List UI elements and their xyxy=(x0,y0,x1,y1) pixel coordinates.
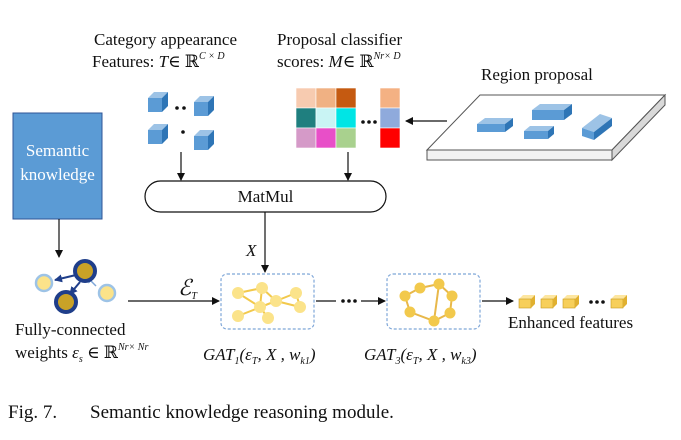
graph-node xyxy=(34,273,54,293)
caption-text: Semantic knowledge reasoning module. xyxy=(90,402,394,423)
semantic-knowledge-line2: knowledge xyxy=(20,165,95,184)
fc-title: Fully-connected xyxy=(15,320,126,339)
ellipsis-dot xyxy=(182,106,186,110)
graph-node xyxy=(73,259,97,283)
region-proposal-label: Region proposal xyxy=(481,65,593,84)
region-proposal-plane xyxy=(425,93,667,162)
score-cell xyxy=(315,107,337,129)
enhanced-cube xyxy=(562,295,579,309)
matmul-label: MatMul xyxy=(237,187,294,206)
gat1-node xyxy=(262,312,274,324)
score-cell xyxy=(295,127,317,149)
score-column xyxy=(379,87,401,149)
gat3-formula: GAT3(εT, X , wk3) xyxy=(364,345,477,367)
gat3-node xyxy=(428,315,440,327)
feature-cube xyxy=(148,92,168,112)
figure-caption: Fig. 7. Semantic knowledge reasoning modu… xyxy=(8,402,394,424)
semantic-knowledge-line1: Semantic xyxy=(25,141,90,160)
gat1-node xyxy=(294,301,306,313)
score-column-cell xyxy=(379,127,401,149)
gat1-node xyxy=(232,287,244,299)
gat1-node xyxy=(290,287,302,299)
ellipsis-dot xyxy=(353,299,357,303)
proposal-box xyxy=(524,126,554,139)
gat3-graph xyxy=(399,278,458,327)
gat1-formula: GAT1(εT, X , wk1) xyxy=(203,345,316,367)
proposal-formula: scores: M∈ ℝNr× D xyxy=(277,51,401,71)
gat1-box xyxy=(220,273,315,330)
enhanced-features-label: Enhanced features xyxy=(508,313,634,332)
feature-cube xyxy=(194,96,214,116)
knowledge-graph xyxy=(34,259,117,314)
edge-label: ℰT xyxy=(178,275,197,303)
score-cell xyxy=(315,87,337,109)
fc-formula: weights εs ∈ ℝNr× Nr xyxy=(15,342,149,365)
gat3-node xyxy=(433,278,445,290)
enhanced-feature-cubes xyxy=(518,295,627,309)
graph-node xyxy=(97,283,117,303)
gat3-node xyxy=(414,282,426,294)
category-title: Category appearance xyxy=(94,30,237,49)
gat3-node xyxy=(399,290,411,302)
score-matrix xyxy=(295,87,357,149)
ellipsis-dot xyxy=(341,299,345,303)
score-cell xyxy=(315,127,337,149)
matrix-ellipsis xyxy=(361,120,377,124)
feature-cube xyxy=(148,124,168,144)
score-cell xyxy=(295,107,317,129)
proposal-title: Proposal classifier xyxy=(277,30,403,49)
enhanced-cube xyxy=(540,295,557,309)
semantic-knowledge-box xyxy=(12,112,103,220)
score-cell xyxy=(295,87,317,109)
proposal-box xyxy=(582,114,612,140)
score-column-cell xyxy=(379,107,401,129)
ellipsis-dot xyxy=(347,299,351,303)
proposal-box xyxy=(477,118,513,132)
ellipsis-dot xyxy=(181,130,185,134)
graph-node xyxy=(54,290,78,314)
category-formula: Features: T∈ ℝC × D xyxy=(92,51,225,71)
gat1-graph xyxy=(232,282,306,324)
proposal-box xyxy=(532,104,572,120)
gat3-node xyxy=(444,307,456,319)
gat3-node xyxy=(404,306,416,318)
enhanced-cube xyxy=(610,295,627,309)
gat1-node xyxy=(256,282,268,294)
score-cell xyxy=(335,87,357,109)
ellipsis-dot xyxy=(175,106,179,110)
feature-cube xyxy=(194,130,214,150)
gat1-node xyxy=(254,301,266,313)
score-cell xyxy=(335,127,357,149)
gat3-node xyxy=(446,290,458,302)
score-column-cell xyxy=(379,87,401,109)
category-feature-cubes xyxy=(148,92,214,150)
enhanced-cube xyxy=(518,295,535,309)
gat1-node xyxy=(270,295,282,307)
caption-number: Fig. 7. xyxy=(8,402,58,423)
score-cell xyxy=(335,107,357,129)
gat1-node xyxy=(232,310,244,322)
x-label: X xyxy=(246,241,257,260)
